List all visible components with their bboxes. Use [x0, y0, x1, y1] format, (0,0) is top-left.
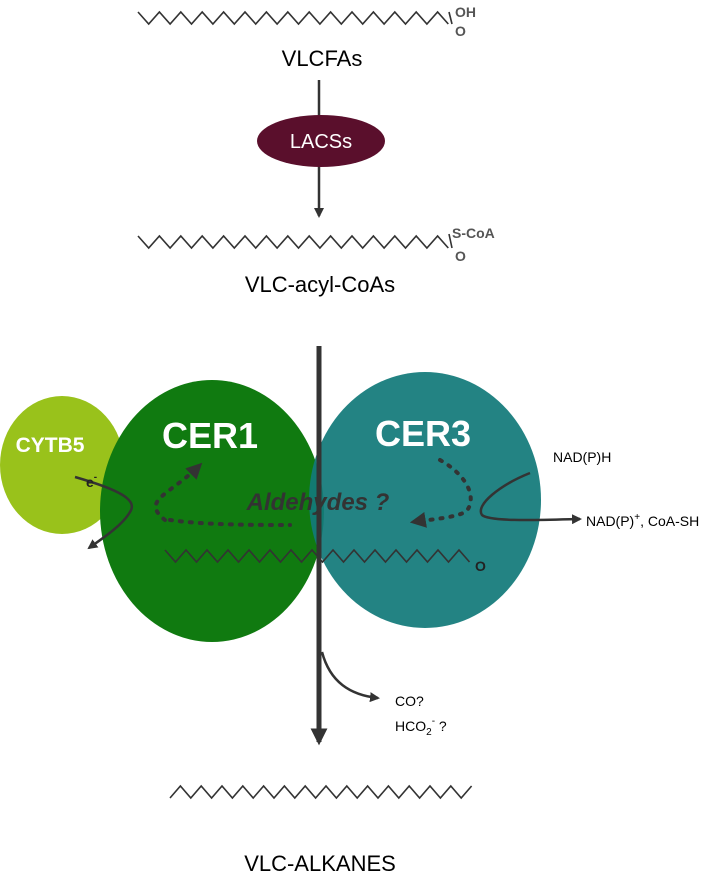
acyl-coa-scoa-label: S-CoA: [452, 225, 495, 241]
co-label: CO?: [395, 693, 424, 709]
vlcfa-hydroxyl-label: OH: [455, 4, 476, 20]
cer1-ellipse: [100, 380, 324, 642]
nadph-label: NAD(P)H: [553, 449, 611, 465]
vlcfa-molecule: OH O: [137, 4, 476, 39]
cytb5-label: CYTB5: [16, 434, 85, 457]
cer1-label: CER1: [162, 415, 258, 456]
cer1-enzyme: CER1: [100, 380, 324, 642]
electron-label: e-: [86, 472, 97, 490]
byproduct-arrow: [320, 651, 380, 703]
acyl-coa-molecule: S-CoA O: [137, 225, 495, 264]
lacss-label: LACSs: [290, 131, 352, 153]
alkanes-label: VLC-ALKANES: [244, 851, 396, 876]
acyl-coas-label: VLC-acyl-CoAs: [245, 272, 395, 297]
acyl-coa-oxygen-label: O: [455, 248, 466, 264]
acyl-coa-carbon-chain: [137, 234, 449, 250]
aldehyde-transfer-dotted-arrow: [168, 518, 292, 527]
cer1-dotted-arrow: [153, 462, 203, 522]
cytb5-enzyme: CYTB5: [0, 396, 124, 534]
lacss-enzyme: LACSs: [257, 115, 385, 167]
acyl-coa-thioester-bond: [448, 233, 453, 249]
vlcfas-label: VLCFAs: [282, 46, 363, 71]
electron-transfer-arrow: [74, 475, 133, 550]
aldehyde-oxygen-label: O: [475, 558, 486, 574]
vlcfa-carbon-chain: [137, 10, 449, 26]
cer3-label: CER3: [375, 413, 471, 454]
cofactor-arrow: [479, 471, 582, 525]
formate-label: HCO2- ?: [395, 716, 447, 738]
cer3-enzyme: CER3: [309, 372, 541, 628]
cytb5-ellipse: [0, 396, 124, 534]
lacss-ellipse: [257, 115, 385, 167]
cer3-dotted-arrow: [409, 458, 473, 528]
vlcfa-carboxyl-bond: [448, 11, 453, 25]
alkane-carbon-chain: [169, 784, 473, 800]
cer3-ellipse: [309, 372, 541, 628]
nadp-coash-label: NAD(P)+, CoA-SH: [586, 512, 699, 529]
vlcfa-oxygen-label: O: [455, 23, 466, 39]
